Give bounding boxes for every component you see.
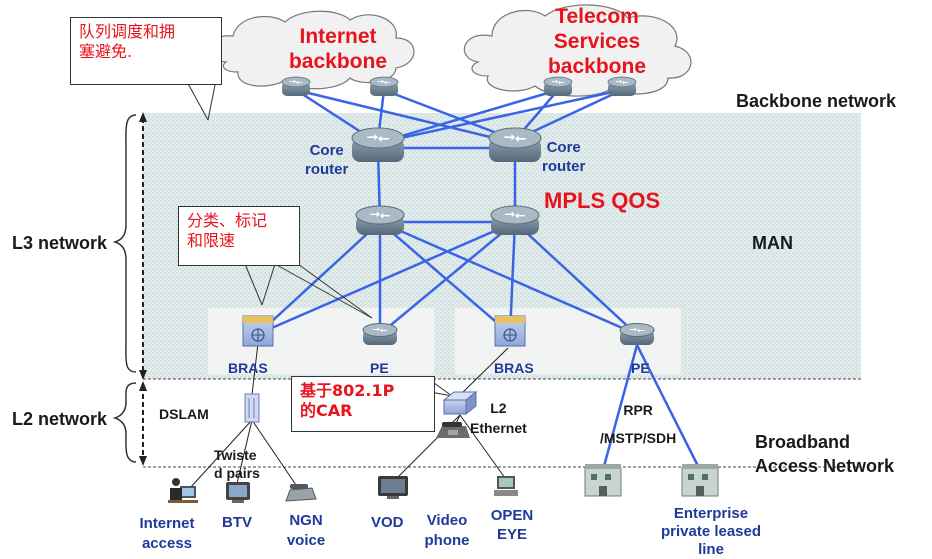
bras-device-right (494, 315, 526, 347)
core-router-right-label: Core router (542, 139, 586, 175)
aggregation-router-left (355, 205, 405, 235)
aggregation-router-right (490, 205, 540, 235)
dslam-label: DSLAM (159, 406, 209, 422)
ngn-voice-label: NGN voice (286, 512, 326, 549)
backbone-network-label: Backbone network (736, 91, 897, 111)
bras-device-left (242, 315, 274, 347)
btv-icon (226, 482, 250, 503)
enterprise-building-left-icon (584, 464, 622, 497)
open-eye-label: OPEN EYE (490, 507, 534, 543)
classify-mark-limit-callout: 分类、标记 和限速 (178, 206, 300, 266)
l2-ethernet-label: L2 Ethernet (470, 400, 527, 436)
enterprise-building-right-icon (681, 464, 719, 497)
core-router-right (488, 127, 542, 162)
telecom-services-label: Telecom Services backbone (547, 5, 647, 78)
l2-network-label: L2 network (12, 409, 108, 429)
video-phone-label: Video phone (424, 512, 470, 549)
telecom-services-cloud (463, 4, 692, 97)
rpr-mstp-sdh-label: RPR /MSTP/SDH (600, 402, 677, 446)
backbone-router-3 (543, 76, 573, 96)
pe-router-right (619, 323, 655, 345)
open-eye-icon (494, 476, 518, 496)
backbone-router-2 (369, 76, 399, 96)
core-router-left (351, 127, 405, 162)
l3-brace (112, 114, 137, 373)
ngn-voice-icon (285, 484, 317, 502)
internet-access-label: Internet access (139, 515, 195, 552)
pe-left-label: PE (370, 360, 389, 376)
l2-switch-device (442, 390, 478, 416)
internet-access-icon (168, 478, 198, 503)
broadband-access-label: Broadband Access Network (755, 432, 895, 476)
twisted-pairs-label: Twiste d pairs (214, 447, 260, 481)
l3-network-label: L3 network (12, 233, 108, 253)
core-router-left-label: Core router (305, 142, 349, 178)
backbone-router-4 (607, 76, 637, 96)
internet-backbone-label: Internet backbone (288, 25, 388, 73)
l2-brace (112, 382, 137, 463)
enterprise-leased-line-label: Enterprise private leased line (660, 505, 762, 558)
bras-left-label: BRAS (228, 360, 268, 376)
man-label: MAN (752, 233, 793, 253)
internet-backbone-cloud (208, 10, 415, 90)
pe-right-label: PE (631, 360, 650, 376)
mpls-qos-label: MPLS QOS (544, 188, 661, 213)
callout-pointers (185, 79, 453, 397)
vod-label: VOD (371, 514, 404, 531)
dslam-device (244, 393, 260, 423)
pe-router-left (362, 323, 398, 345)
bras-right-label: BRAS (494, 360, 534, 376)
queue-scheduling-callout: 队列调度和拥 塞避免. (70, 17, 222, 85)
car-callout: 基于802.1P 的CAR (291, 376, 435, 432)
video-phone-icon (436, 422, 470, 438)
vod-icon (378, 476, 408, 499)
backbone-router-1 (281, 76, 311, 96)
btv-label: BTV (222, 514, 252, 531)
